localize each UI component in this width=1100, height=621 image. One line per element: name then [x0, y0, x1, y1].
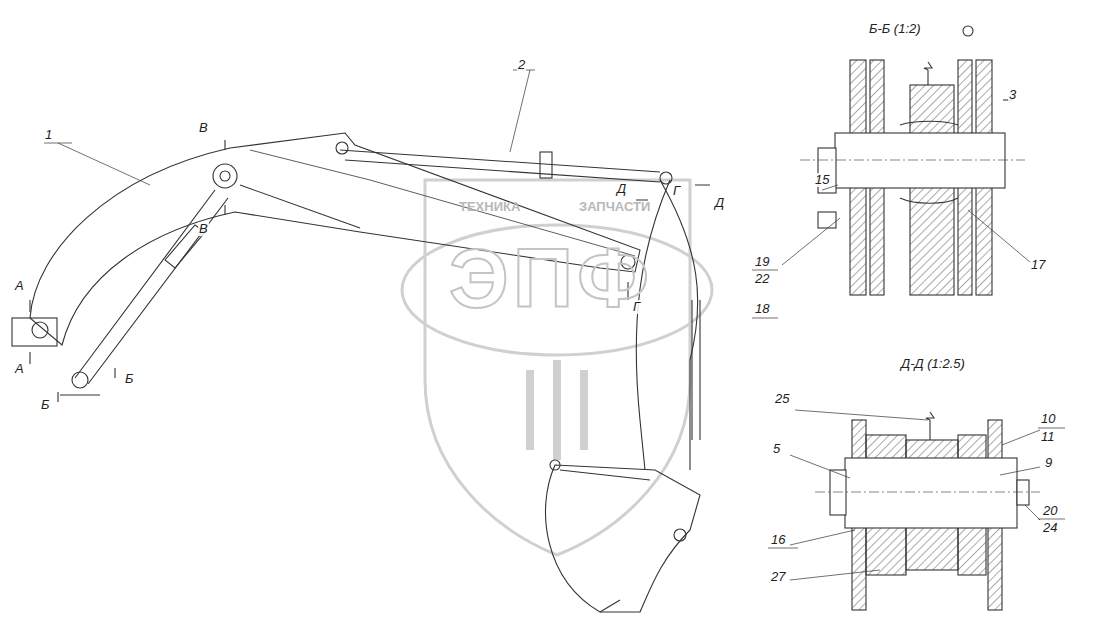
section-letter: Г	[672, 184, 681, 198]
section-title: Б-Б (1:2)	[868, 22, 922, 36]
section-letter: Д	[616, 182, 627, 196]
callout-number: 5	[772, 442, 781, 456]
boom-assembly	[12, 133, 710, 612]
callout-number: 24	[1042, 521, 1058, 535]
section-letter: Д	[714, 196, 725, 210]
watermark-shield	[402, 180, 712, 555]
callout-number: 22	[754, 272, 770, 286]
callout-number: 2	[517, 58, 526, 72]
watermark: ЗАПЧАСТИ	[578, 200, 651, 214]
section-letter: Б	[40, 398, 50, 412]
section-letter: А	[14, 279, 25, 293]
callout-number: 16	[770, 533, 786, 547]
section-bb	[752, 26, 1030, 318]
callout-number: 15	[814, 173, 830, 187]
section-letter: А	[14, 362, 25, 376]
leader-lines	[44, 70, 535, 185]
callout-number: 27	[770, 570, 786, 584]
section-title: Д-Д (1:2.5)	[900, 357, 966, 371]
watermark: ЭПФ	[448, 232, 654, 324]
callout-number: 11	[1040, 430, 1056, 444]
section-letter: Б	[124, 372, 134, 386]
callout-number: 17	[1030, 258, 1046, 272]
callout-number: 18	[754, 302, 770, 316]
section-letter: В	[198, 222, 209, 236]
callout-number: 10	[1040, 412, 1056, 426]
callout-number: 20	[1042, 504, 1058, 518]
callout-number: 9	[1044, 456, 1053, 470]
callout-number: 19	[754, 255, 770, 269]
watermark: ТЕХНИКА	[458, 200, 521, 214]
callout-number: 25	[774, 392, 790, 406]
section-letter: В	[198, 121, 209, 135]
callout-number: 1	[44, 128, 53, 142]
section-dd	[768, 410, 1065, 610]
callout-number: 3	[1008, 88, 1017, 102]
